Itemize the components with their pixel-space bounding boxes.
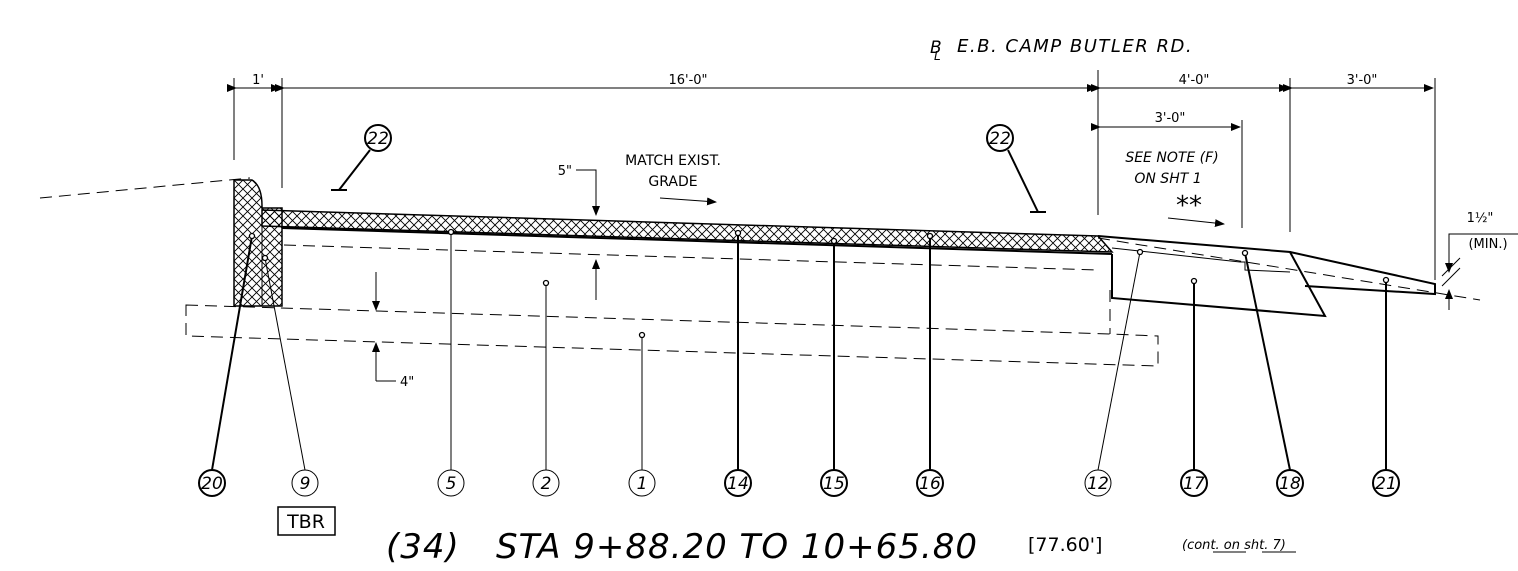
svg-text:21: 21: [1375, 474, 1397, 494]
leader-lines: [211, 228, 1390, 471]
callout-9: 9: [291, 469, 319, 497]
subbase-outline: [185, 304, 1159, 367]
dim-base-thickness: 4": [400, 375, 414, 390]
station-range: STA 9+88.20 TO 10+65.80: [496, 527, 978, 567]
existing-shoulder-line: [1097, 237, 1481, 301]
see-note-line1: SEE NOTE (F): [1125, 150, 1218, 166]
svg-text:20: 20: [201, 474, 223, 494]
bottom-callouts: 20 9 5 2 1 14 15 16: [198, 469, 1400, 497]
existing-ground-line: [39, 177, 251, 199]
section-length: [77.60']: [1028, 534, 1102, 556]
dim-main-width: 16'-0": [668, 73, 707, 88]
callout-15: 15: [820, 469, 848, 497]
top-dimensions: 1' 16'-0" 4'-0" 3'-0" 3'-0": [227, 70, 1436, 280]
svg-text:L: L: [934, 49, 941, 63]
svg-text:B: B: [930, 38, 942, 58]
see-note: SEE NOTE (F) ON SHT 1 **: [1125, 150, 1225, 228]
dim-inner-shoulder: 3'-0": [1155, 111, 1186, 126]
callout-2: 2: [532, 469, 560, 497]
tbr-label: TBR: [286, 511, 325, 533]
callout-16: 16: [916, 469, 944, 497]
centerline-label: B L E.B. CAMP BUTLER RD.: [930, 36, 1193, 63]
surface-thickness-dim: 5": [558, 164, 600, 300]
callout-22-right: 22: [986, 124, 1046, 213]
match-note-line2: GRADE: [648, 174, 697, 190]
dim-outer-width: 3'-0": [1347, 73, 1378, 88]
callout-22-left-label: 22: [367, 129, 389, 149]
match-grade-arrow: [659, 197, 717, 206]
svg-text:1: 1: [637, 474, 648, 494]
dim-curb-width: 1': [252, 73, 264, 88]
callout-5: 5: [437, 469, 465, 497]
svg-text:15: 15: [823, 474, 845, 494]
centerline-symbol: B L: [930, 38, 942, 63]
curb: [233, 179, 283, 307]
dim-surface-thickness: 5": [558, 164, 572, 179]
section-id: (34): [386, 527, 460, 567]
centerline-road-name: E.B. CAMP BUTLER RD.: [957, 36, 1193, 57]
gutter-block: [261, 207, 283, 307]
base-thickness-dim: 4": [372, 272, 414, 390]
surface-bottom-line: [281, 227, 1113, 255]
svg-text:16: 16: [919, 474, 941, 494]
svg-text:2: 2: [541, 474, 552, 494]
callout-17: 17: [1180, 469, 1208, 497]
dim-edge-thickness: 1½": [1467, 211, 1494, 226]
dim-shoulder-width: 4'-0": [1179, 73, 1210, 88]
svg-text:12: 12: [1087, 474, 1109, 494]
shoulder-mid-line: [1111, 247, 1241, 263]
match-note-line1: MATCH EXIST.: [625, 153, 721, 169]
section-title: (34) STA 9+88.20 TO 10+65.80 [77.60'] (c…: [386, 527, 1296, 567]
outer-edge-section: [1289, 251, 1436, 296]
dim-edge-min: (MIN.): [1468, 237, 1507, 252]
shoulder-section: [1097, 235, 1327, 318]
tbr-box: TBR: [277, 506, 336, 536]
callout-18: 18: [1276, 469, 1304, 497]
callout-22-right-label: 22: [989, 129, 1011, 149]
svg-text:18: 18: [1279, 474, 1301, 494]
svg-text:17: 17: [1183, 474, 1205, 494]
continued-note: (cont. on sht. 7): [1182, 538, 1286, 553]
svg-text:5: 5: [446, 474, 457, 494]
svg-text:14: 14: [727, 474, 749, 494]
svg-text:9: 9: [300, 474, 311, 494]
callout-20: 20: [198, 469, 226, 497]
see-note-arrow: [1167, 217, 1225, 228]
callout-21: 21: [1372, 469, 1400, 497]
callout-1: 1: [628, 469, 656, 497]
callout-12: 12: [1084, 469, 1112, 497]
match-grade-note: MATCH EXIST. GRADE: [625, 153, 721, 206]
asterisks: **: [1176, 191, 1202, 221]
surface-course: [261, 209, 1114, 253]
base-top-line: [283, 244, 1099, 271]
callout-14: 14: [724, 469, 752, 497]
edge-thickness-dim: 1½" (MIN.): [1441, 211, 1518, 310]
see-note-line2: ON SHT 1: [1134, 171, 1201, 187]
callout-22-left: 22: [331, 124, 392, 191]
